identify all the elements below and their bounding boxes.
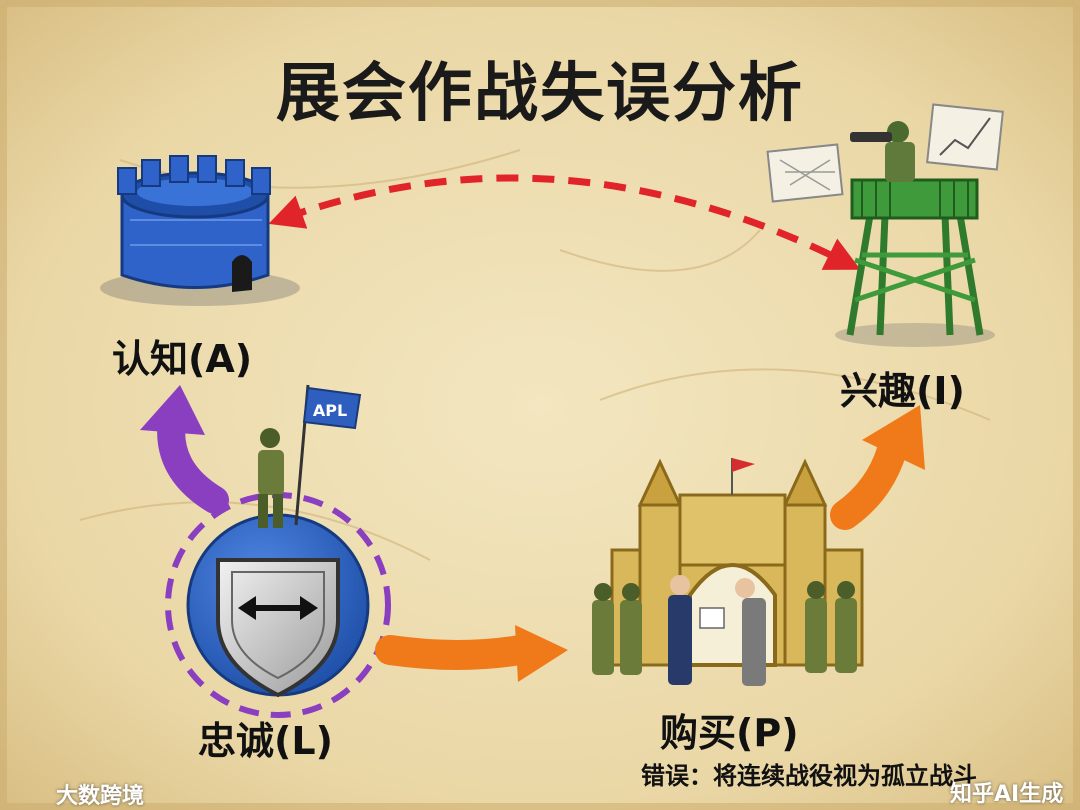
node-label-loyalty: 忠诚(L) xyxy=(198,710,333,765)
error-note: 错误：将连续战役视为孤立战斗 xyxy=(641,756,977,791)
arrow-loyalty-purchase xyxy=(390,650,520,655)
page-title: 展会作战失误分析 xyxy=(0,42,1080,134)
node-label-interest: 兴趣(I) xyxy=(840,360,965,415)
flag-text: APL xyxy=(313,401,347,420)
watermark-left: 大数跨境 xyxy=(56,778,144,810)
node-label-awareness: 认知(A) xyxy=(112,328,252,383)
node-label-purchase: 购买(P) xyxy=(660,702,799,757)
watermark-right: 知乎AI生成 xyxy=(950,776,1063,808)
